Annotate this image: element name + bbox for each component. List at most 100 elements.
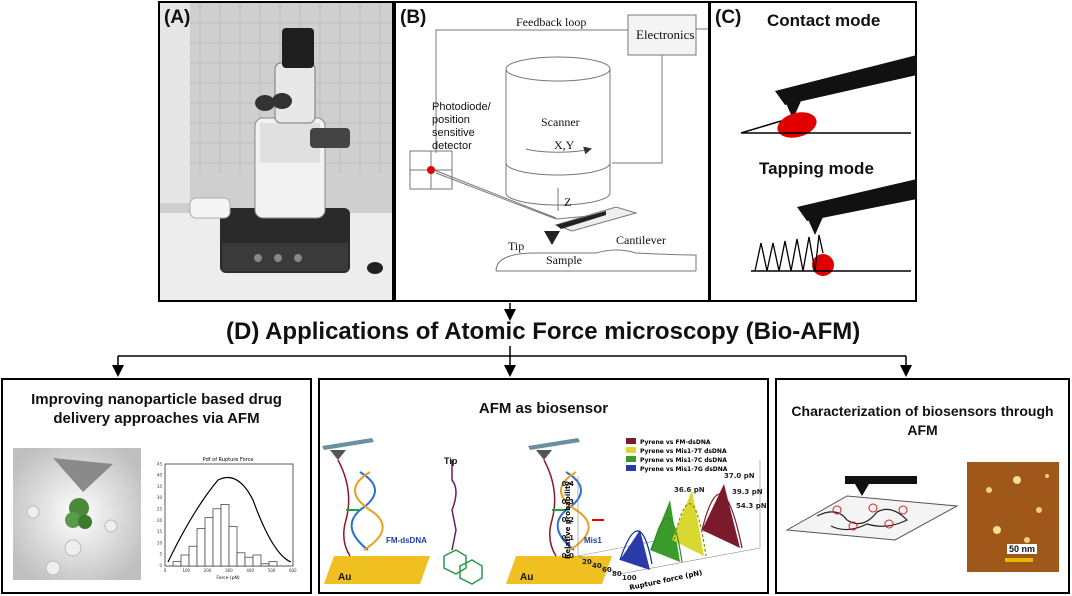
plot2-xtick: 60 [602,566,612,574]
panel-b: (B) Feedback loop Electronics Photodiode… [394,1,710,302]
peak-yellow [672,490,704,556]
panel-c: (C) Contact mode Tapping mode [709,1,917,302]
histogram-ytick: 30 [157,495,163,500]
histogram-bar [268,561,278,567]
histogram-bar [180,554,190,567]
sample-label: Sample [546,253,582,267]
biosensor-surface-illustration [785,462,1059,572]
plot2-xtick: 40 [592,562,602,570]
contact-mode-label: Contact mode [767,11,881,30]
z-label: Z [564,195,572,209]
histogram-xtick: 200 [204,568,212,573]
scanner-label: Scanner [541,115,580,129]
dna-tip-illustration [322,438,612,585]
plot2-xlabel: Rupture force (pN) [629,569,703,592]
legend-swatch [626,465,636,471]
plot2-ylabel: Relative probability [564,481,572,559]
rupture-force-3d-plot: Pyrene vs FM-dsDNA Pyrene vs Mis1-7T dsDN… [562,438,767,592]
main-title: (D) Applications of Atomic Force microsc… [226,318,861,345]
legend-entry: Pyrene vs Mis1-7C dsDNA [640,457,727,464]
plot2-xtick: 20 [582,558,592,566]
legend-entry: Pyrene vs Mis1-7T dsDNA [640,448,727,455]
histogram-ytick: 5 [159,552,162,557]
tapping-mode-label: Tapping mode [759,159,874,178]
fit-curve [167,476,292,563]
histogram-xtick: 300 [225,568,233,573]
histogram-xlabel: Force (pN) [216,575,240,581]
histogram-ytick: 15 [157,529,163,534]
au-right-label: Au [520,572,534,583]
histogram-xtick: 0 [164,568,167,573]
card2-title: AFM as biosensor [478,400,609,417]
histogram-title: Pdf of Rupture Force [203,457,254,463]
histogram-bar [252,554,262,567]
histogram-bar [188,545,198,567]
peak-maroon [702,484,740,548]
legend-entry: Pyrene vs FM-dsDNA [640,439,711,446]
electronics-label: Electronics [636,27,695,42]
histogram-xtick: 400 [246,568,254,573]
histogram-xtick: 600 [289,568,297,573]
xy-label: X,Y [554,138,575,152]
histogram-bar [212,508,222,567]
afm-schematic [409,14,708,272]
panel-a: (A) [158,1,394,302]
peak-label: 37.0 pN [724,472,755,480]
au-left-label: Au [338,572,352,583]
plot2-ytick: 0.3 [562,498,575,506]
histogram-bar [172,561,182,567]
legend-swatch [626,456,636,462]
feedback-loop-label: Feedback loop [516,15,587,29]
histogram-ytick: 45 [157,461,163,466]
afm-height-image [967,462,1059,572]
panel-a-label: (A) [164,7,191,28]
histogram-bar [260,563,270,567]
peak-blue [620,530,650,570]
peak-label: 39.3 pN [732,488,763,496]
cantilever-label: Cantilever [616,233,666,247]
histogram-ytick: 10 [157,540,163,545]
histogram-ytick: 0 [159,563,162,568]
plot2-ytick: 0.1 [562,534,575,542]
plot2-ytick: 0.0 [562,552,575,560]
afm-modes-diagram [740,55,917,276]
histogram-bar [196,528,206,567]
panel-b-label: (B) [400,7,427,28]
tip-label: Tip [508,239,525,253]
peak-label: 36.6 pN [674,486,705,494]
histogram-bar [228,526,238,567]
plot2-xtick: 80 [612,570,622,578]
peak-label: 54.3 pN [736,502,767,510]
scalebar-label: 50 nm [1007,544,1038,554]
histogram-bar [204,517,214,567]
histogram-ytick: 40 [157,473,163,478]
histogram-ytick: 35 [157,484,163,489]
legend-swatch [626,438,636,444]
panel-c-label: (C) [715,7,742,28]
histogram-xtick: 100 [182,568,190,573]
histogram-bar [244,556,254,567]
scale-bar [1005,558,1033,562]
fm-dsdna-label: FM-dsDNA [386,536,427,545]
nanoparticle-illustration [13,448,141,580]
plot2-ytick: 0.4 [562,480,575,488]
histogram-ytick: 25 [157,507,163,512]
histogram-bar [236,552,246,567]
plot2-ytick: 0.2 [562,516,575,524]
plot2-xtick: 100 [622,574,637,582]
peak-green [650,500,680,562]
histogram-ytick: 20 [157,518,163,523]
card-biosensor: AFM as biosensor Tip FM-dsDNA Mis1 Au Au [318,378,769,594]
mis1-label: Mis1 [584,536,602,545]
tip-molecule-label: Tip [444,456,458,466]
microscope-photo [160,3,392,300]
legend-entry: Pyrene vs Mis1-7G dsDNA [640,466,728,473]
legend-swatch [626,447,636,453]
histogram-bar [220,504,230,567]
laser-spot-icon [427,166,435,174]
